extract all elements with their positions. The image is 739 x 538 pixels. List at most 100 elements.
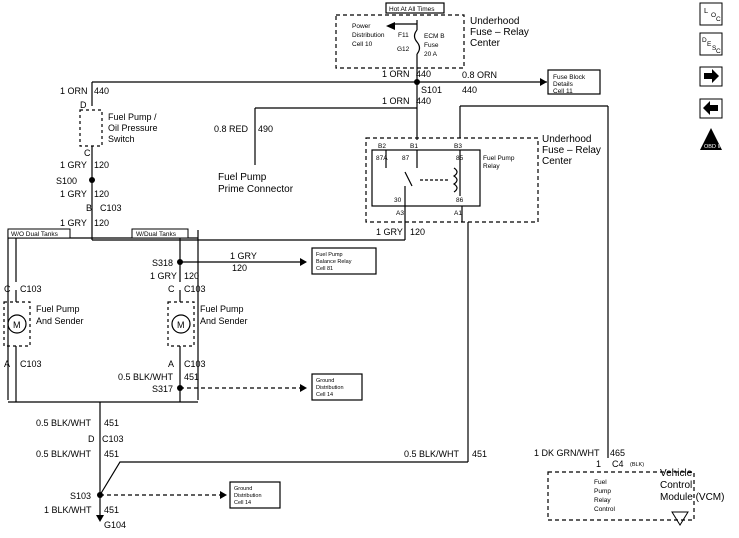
pump-box-right <box>167 301 195 347</box>
vcm-2: Control <box>660 480 692 491</box>
svg-text:O: O <box>711 12 716 19</box>
ops-1: Fuel Pump / <box>108 112 157 122</box>
relay-2: Relay <box>483 163 500 170</box>
svg-text:E: E <box>707 41 712 48</box>
g1-c: 1 GRY <box>60 160 87 170</box>
b3-n: 451 <box>104 449 119 459</box>
bal-2: Balance Relay <box>316 259 352 265</box>
pin-b3: B3 <box>454 143 462 150</box>
ops-c: C <box>84 148 91 158</box>
uh-center-top-1: Underhood <box>470 16 519 27</box>
pump-right-2: And Sender <box>200 316 248 326</box>
g6-n: 120 <box>184 271 199 281</box>
w4-c: 1 ORN <box>382 96 410 106</box>
fuse-f11: F11 <box>398 32 409 39</box>
s101: S101 <box>421 85 442 95</box>
dkg-n: 465 <box>610 448 625 458</box>
dkg-c: 1 DK GRN/WHT <box>534 448 600 458</box>
svg-text:OBD II: OBD II <box>704 144 721 150</box>
ops-3: Switch <box>108 134 135 144</box>
g5-n: 120 <box>232 263 247 273</box>
svg-text:C: C <box>716 48 721 55</box>
pin-b2: B2 <box>378 143 386 150</box>
t87a: 87A <box>376 155 388 162</box>
motor-left: M <box>13 320 21 330</box>
s317: S317 <box>152 384 173 394</box>
prime-1: Fuel Pump <box>218 172 267 183</box>
gd2-2: Distribution <box>234 493 262 499</box>
g1-n: 120 <box>94 160 109 170</box>
vcm-int-2: Pump <box>594 488 611 495</box>
t86: 86 <box>456 197 464 204</box>
b1-n: 451 <box>184 372 199 382</box>
pdc-2: Distribution <box>352 32 385 39</box>
vcm-box <box>547 471 695 521</box>
g2-c: 1 GRY <box>60 189 87 199</box>
w3-n: 440 <box>94 86 109 96</box>
pump-right-1: Fuel Pump <box>200 304 244 314</box>
b1-c: 0.5 BLK/WHT <box>118 372 174 382</box>
fuse-g12: G12 <box>397 46 410 53</box>
obd2-icon[interactable]: OBD II <box>700 128 722 150</box>
c103-left-top: C103 <box>20 284 42 294</box>
pin-b1: B1 <box>410 143 418 150</box>
bal-1: Fuel Pump <box>316 252 343 258</box>
term-c-left: C <box>4 284 11 294</box>
uh-center-top-3: Center <box>470 38 501 49</box>
fbd-2: Details <box>553 81 574 88</box>
c103-left-bot: C103 <box>20 359 42 369</box>
t85: 85 <box>456 155 464 162</box>
w1-c: 1 ORN <box>382 69 410 79</box>
uh-center-top-2: Fuse – Relay <box>470 27 529 38</box>
c4-color: (BLK) <box>630 462 644 468</box>
term-d: D <box>88 434 95 444</box>
prev-arrow-icon[interactable] <box>699 98 723 119</box>
gd1-2: Distribution <box>316 385 344 391</box>
vcm-3: Module (VCM) <box>660 492 724 503</box>
pdc-1: Power <box>352 23 371 30</box>
loc-icon[interactable]: LOC <box>699 2 723 26</box>
b3-c: 0.5 BLK/WHT <box>36 449 92 459</box>
gd1-1: Ground <box>316 378 334 384</box>
uh-mid-3: Center <box>542 156 573 167</box>
fbd-3: Cell 11 <box>553 88 573 95</box>
g2-n: 120 <box>94 189 109 199</box>
pdc-3: Cell 10 <box>352 41 373 48</box>
esd-icon <box>671 511 689 526</box>
g104: G104 <box>104 520 126 530</box>
pump-left-1: Fuel Pump <box>36 304 80 314</box>
svg-text:L: L <box>704 6 708 15</box>
term-a-left: A <box>4 359 10 369</box>
svg-text:D: D <box>702 37 707 44</box>
w3-c: 1 ORN <box>60 86 88 96</box>
uh-mid-1: Underhood <box>542 134 591 145</box>
ops-2: Oil Pressure <box>108 123 158 133</box>
fbd-1: Fuse Block <box>553 74 586 81</box>
vcm-int-3: Relay <box>594 497 611 504</box>
term-a-right: A <box>168 359 174 369</box>
w1-n: 440 <box>416 69 431 79</box>
s318: S318 <box>152 258 173 268</box>
next-arrow-icon[interactable] <box>699 66 723 87</box>
oil-pressure-switch-box <box>79 109 103 147</box>
g4-n: 120 <box>410 227 425 237</box>
c103-1: C103 <box>100 203 122 213</box>
w2-n: 440 <box>462 85 477 95</box>
gd1-3: Cell 14 <box>316 392 333 398</box>
fuel-pump-relay-box <box>371 149 481 207</box>
g4-c: 1 GRY <box>376 227 403 237</box>
t87: 87 <box>402 155 410 162</box>
gd2-1: Ground <box>234 486 252 492</box>
pin-a3: A3 <box>396 210 404 217</box>
pump-left-2: And Sender <box>36 316 84 326</box>
ops-d: D <box>80 100 87 110</box>
b4-n: 451 <box>472 449 487 459</box>
fuse-label-1: ECM B <box>424 33 445 40</box>
b5-n: 451 <box>104 505 119 515</box>
c103-right-top: C103 <box>184 284 206 294</box>
s100: S100 <box>56 176 77 186</box>
term-b: B <box>86 203 92 213</box>
vcm-1: Vehicle <box>660 468 693 479</box>
pump-box-left <box>3 301 31 347</box>
